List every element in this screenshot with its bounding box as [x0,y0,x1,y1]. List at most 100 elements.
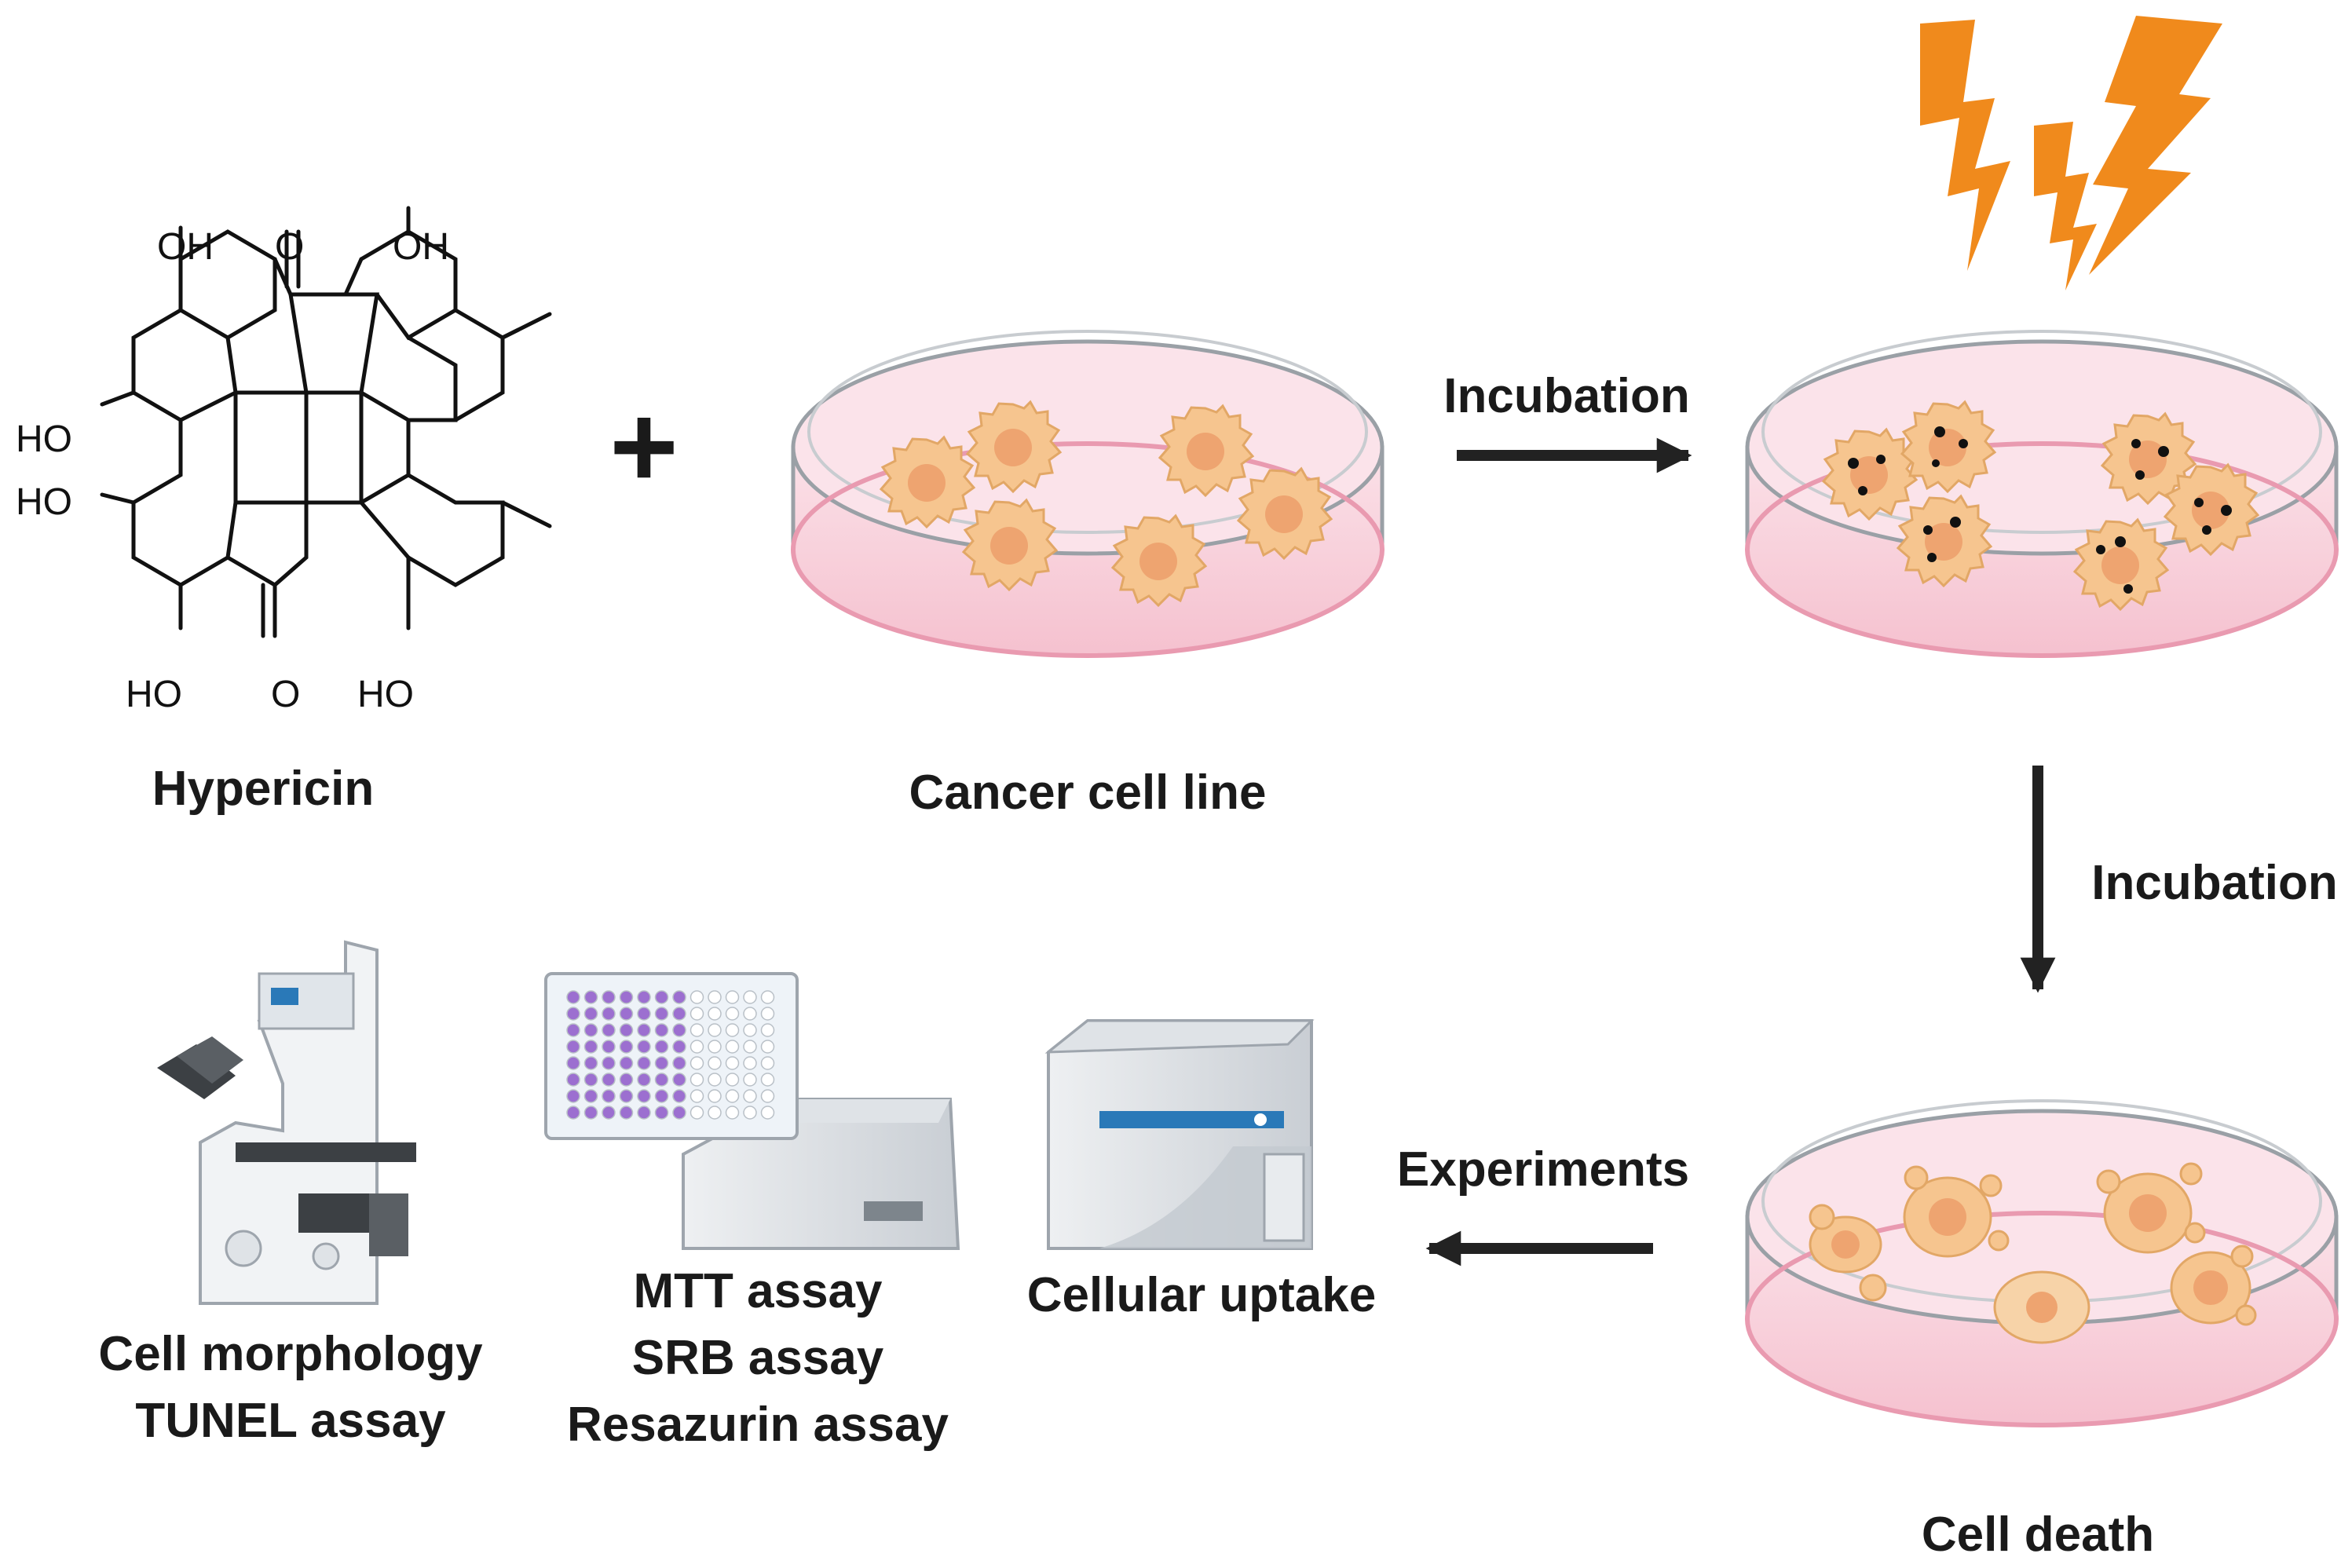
well [672,1089,686,1103]
srb-assay-label: SRB assay [632,1331,884,1385]
well [708,990,722,1004]
well [566,1089,580,1103]
well [725,1089,740,1103]
well [760,1023,775,1037]
well [743,1073,757,1087]
well [760,1089,775,1103]
resazurin-assay-label: Resazurin assay [567,1398,949,1452]
well [602,1073,616,1087]
well [602,1106,616,1120]
well [566,1040,580,1054]
well [725,1040,740,1054]
cancer-cell-line-label: Cancer cell line [909,766,1267,820]
ho-left-upper-label: HO [16,418,72,460]
well [637,1089,651,1103]
well-grid [566,990,775,1120]
well [654,1056,669,1070]
o-top-label: O [275,226,304,268]
ho-left-lower-label: HO [16,481,72,523]
well [602,990,616,1004]
incubation-label-right: Incubation [2091,856,2337,910]
well [672,1040,686,1054]
experiments-label: Experiments [1397,1142,1689,1197]
well [672,1007,686,1021]
well [743,1040,757,1054]
well [566,1056,580,1070]
oh-top-right-label: OH [393,226,449,268]
oh-top-left-label: OH [157,226,214,268]
well [672,1106,686,1120]
well [602,1040,616,1054]
plus-sign: + [609,380,679,512]
tunel-assay-label: TUNEL assay [135,1394,446,1448]
well [602,1089,616,1103]
well [583,1023,598,1037]
well [637,1023,651,1037]
well [725,1056,740,1070]
well [619,1073,634,1087]
well [637,1106,651,1120]
well [583,990,598,1004]
well [708,1089,722,1103]
well [708,1056,722,1070]
well [583,1056,598,1070]
well [637,1040,651,1054]
o-bottom-label: O [271,674,300,715]
microscope-label-group: Cell morphology TUNEL assay [98,1327,483,1448]
well [708,1073,722,1087]
well [583,1106,598,1120]
well [690,1106,704,1120]
well [690,1056,704,1070]
well [602,1007,616,1021]
hypericin-particles [1848,426,2232,594]
dying-cell-group [1809,1162,2257,1344]
well [566,990,580,1004]
well [690,1040,704,1054]
well [743,1023,757,1037]
lightning-icon [1920,16,2222,291]
well [619,1040,634,1054]
cell-death-label: Cell death [1922,1508,2154,1562]
well [672,1023,686,1037]
well [637,1073,651,1087]
well [654,990,669,1004]
well [619,1106,634,1120]
well [672,1056,686,1070]
well [602,1023,616,1037]
well [708,1023,722,1037]
well [619,1089,634,1103]
well [743,1089,757,1103]
well [708,1106,722,1120]
well [725,1106,740,1120]
well [690,1073,704,1087]
well [725,1073,740,1087]
well [619,990,634,1004]
well [654,1040,669,1054]
ho-bottom-right-label: HO [357,674,414,715]
assay-label-group: MTT assay SRB assay Resazurin assay [567,1264,949,1452]
well [566,1106,580,1120]
well [637,1007,651,1021]
well [760,1106,775,1120]
well [637,990,651,1004]
well [654,1073,669,1087]
well [760,1073,775,1087]
well [725,990,740,1004]
well [654,1023,669,1037]
well [672,990,686,1004]
hypericin-structure: OH O OH HO HO HO O HO [16,206,552,715]
well [583,1040,598,1054]
flow-cytometer-icon [1044,1019,1315,1250]
ho-bottom-left-label: HO [126,674,182,715]
well-plate-icon [544,972,799,1140]
well [583,1089,598,1103]
well [654,1089,669,1103]
cell-morphology-label: Cell morphology [98,1327,483,1381]
well [619,1023,634,1037]
well [602,1056,616,1070]
well [760,1007,775,1021]
well [708,1007,722,1021]
well [583,1073,598,1087]
well [743,990,757,1004]
well [637,1056,651,1070]
